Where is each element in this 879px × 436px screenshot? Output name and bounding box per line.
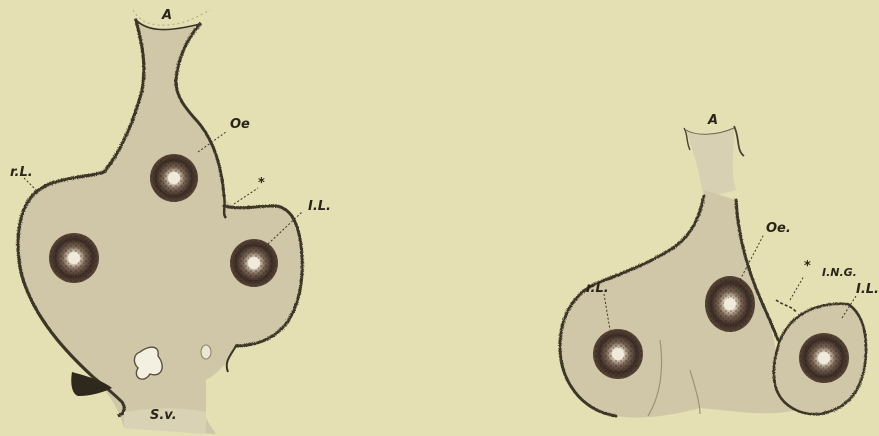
left-label-oe: Oe <box>230 117 250 132</box>
left-rl-leader <box>24 178 38 192</box>
left-small-cavity <box>201 345 211 359</box>
left-label-rl: r.L. <box>10 165 33 180</box>
left-label-a: A <box>161 8 172 23</box>
left-label-il: I.L. <box>308 199 331 214</box>
right-label-oe: Oe. <box>766 221 791 236</box>
left-lung-section-right <box>49 233 99 283</box>
left-lung-section-left <box>230 239 278 287</box>
right-label-ing: I.N.G. <box>822 266 857 279</box>
left-label-sv: S.v. <box>150 408 177 423</box>
right-lung-section-left <box>593 329 643 379</box>
right-label-rl: r.L. <box>586 281 609 296</box>
right-label-asterisk: * <box>804 259 811 274</box>
right-asterisk-leader <box>790 276 804 300</box>
left-oesophagus-section <box>150 154 198 202</box>
left-vessel <box>134 347 162 379</box>
right-figure: A Oe. r.L. * I.N.G. I.L. <box>560 113 879 418</box>
left-label-asterisk: * <box>258 176 265 191</box>
left-figure: A Oe r.L. * I.L. S.v. <box>10 8 331 434</box>
right-duct <box>686 128 736 198</box>
right-groove <box>776 300 796 312</box>
right-label-il: I.L. <box>856 282 879 297</box>
right-lung-section-right <box>799 333 849 383</box>
right-oesophagus-section <box>705 276 755 332</box>
right-duct-right-edge <box>734 126 744 156</box>
left-asterisk-leader <box>234 188 258 204</box>
right-label-a: A <box>707 113 718 128</box>
